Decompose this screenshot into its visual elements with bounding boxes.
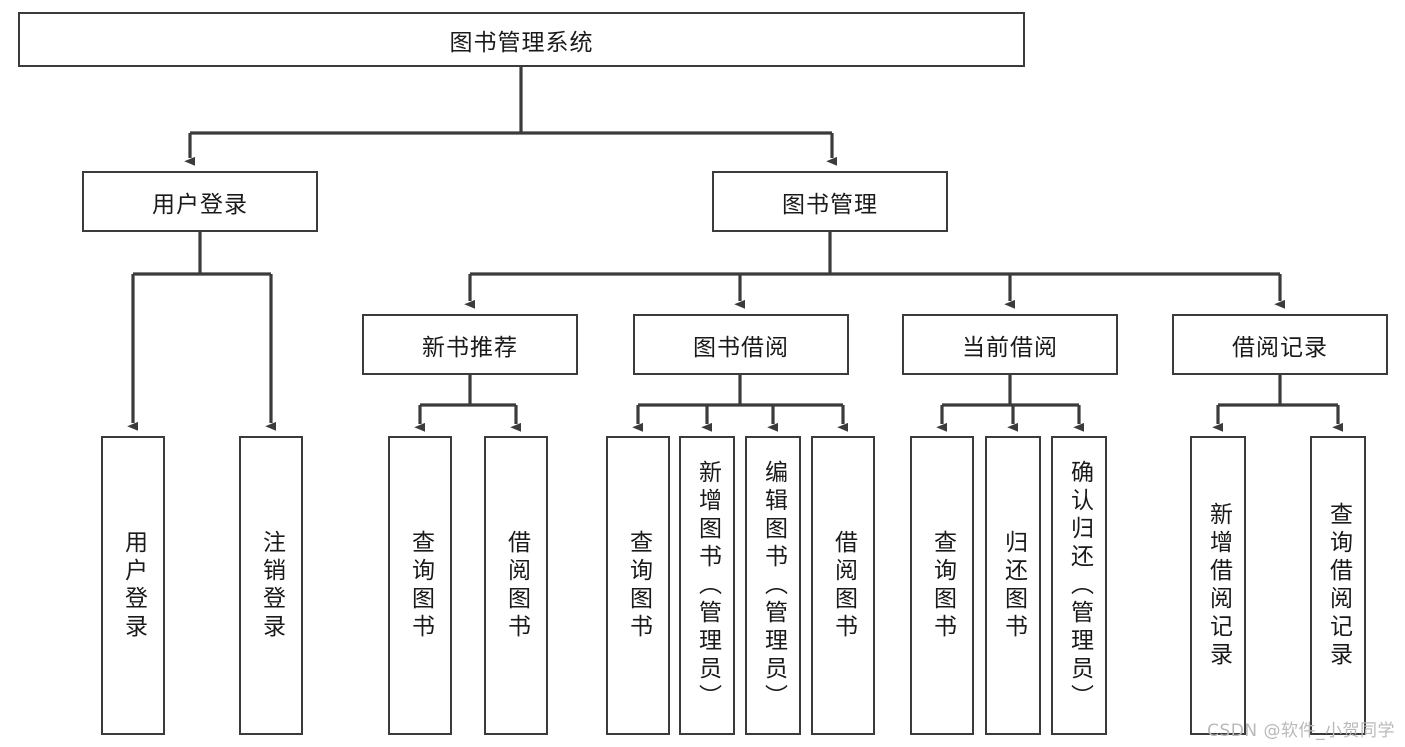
node-leaf-add-book-label: 新增图书（管理员） xyxy=(694,459,721,712)
node-leaf-user-login-label: 用户登录 xyxy=(120,529,147,642)
node-leaf-add-book[interactable]: 新增图书（管理员） xyxy=(679,436,735,735)
node-new-book-recommend-label: 新书推荐 xyxy=(422,334,518,361)
node-user-login[interactable]: 用户登录 xyxy=(82,171,318,232)
node-user-login-label: 用户登录 xyxy=(152,191,248,218)
node-current-borrow[interactable]: 当前借阅 xyxy=(902,314,1118,375)
node-leaf-logout[interactable]: 注销登录 xyxy=(239,436,303,735)
node-leaf-confirm-return[interactable]: 确认归还（管理员） xyxy=(1051,436,1107,735)
node-new-book-recommend[interactable]: 新书推荐 xyxy=(362,314,578,375)
node-leaf-borrow-book-label: 借阅图书 xyxy=(830,529,857,642)
node-leaf-add-borrow-record-label: 新增借阅记录 xyxy=(1205,501,1232,670)
node-book-borrow[interactable]: 图书借阅 xyxy=(633,314,849,375)
watermark: CSDN @软件_小贺同学 xyxy=(1207,721,1395,741)
node-current-borrow-label: 当前借阅 xyxy=(962,334,1058,361)
node-root-label: 图书管理系统 xyxy=(449,29,594,56)
node-leaf-query-borrow-record-label: 查询借阅记录 xyxy=(1325,501,1352,670)
node-leaf-query-book-recommend-label: 查询图书 xyxy=(407,529,434,642)
node-leaf-query-borrow-record[interactable]: 查询借阅记录 xyxy=(1310,436,1366,735)
node-leaf-edit-book[interactable]: 编辑图书（管理员） xyxy=(745,436,801,735)
node-leaf-query-book-borrow-label: 查询图书 xyxy=(625,529,652,642)
node-borrow-record-label: 借阅记录 xyxy=(1232,334,1328,361)
node-book-management-label: 图书管理 xyxy=(782,191,878,218)
node-leaf-query-book-borrow[interactable]: 查询图书 xyxy=(606,436,670,735)
node-leaf-borrow-book[interactable]: 借阅图书 xyxy=(811,436,875,735)
node-leaf-return-book-label: 归还图书 xyxy=(1000,529,1027,642)
node-leaf-edit-book-label: 编辑图书（管理员） xyxy=(760,459,787,712)
node-leaf-query-book-recommend[interactable]: 查询图书 xyxy=(388,436,452,735)
node-book-management[interactable]: 图书管理 xyxy=(712,171,948,232)
node-root[interactable]: 图书管理系统 xyxy=(18,12,1025,67)
node-leaf-query-book-current[interactable]: 查询图书 xyxy=(910,436,974,735)
node-book-borrow-label: 图书借阅 xyxy=(693,334,789,361)
node-leaf-return-book[interactable]: 归还图书 xyxy=(985,436,1041,735)
node-borrow-record[interactable]: 借阅记录 xyxy=(1172,314,1388,375)
node-leaf-borrow-book-recommend-label: 借阅图书 xyxy=(503,529,530,642)
node-leaf-logout-label: 注销登录 xyxy=(258,529,285,642)
node-leaf-add-borrow-record[interactable]: 新增借阅记录 xyxy=(1190,436,1246,735)
node-leaf-user-login[interactable]: 用户登录 xyxy=(101,436,165,735)
node-leaf-borrow-book-recommend[interactable]: 借阅图书 xyxy=(484,436,548,735)
node-leaf-query-book-current-label: 查询图书 xyxy=(929,529,956,642)
node-leaf-confirm-return-label: 确认归还（管理员） xyxy=(1066,459,1093,712)
